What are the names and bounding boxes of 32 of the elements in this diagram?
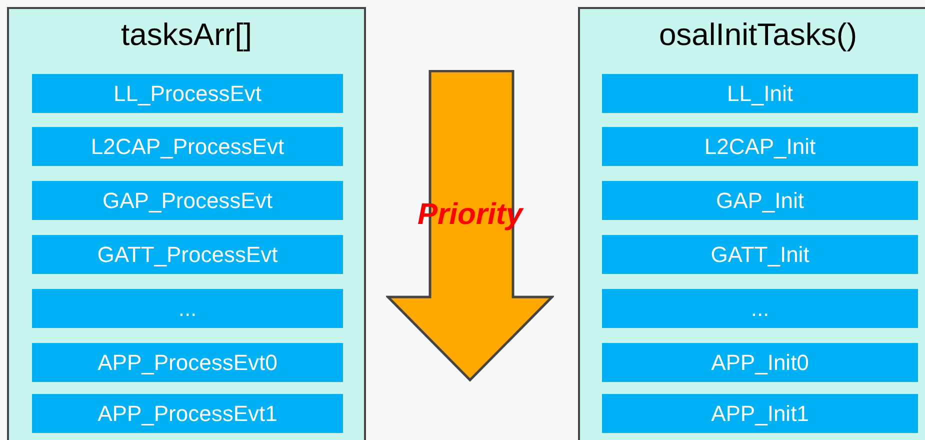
task-name: GATT_Init [710,242,810,268]
task-bar [32,181,343,220]
task-name: APP_Init0 [711,350,809,376]
panel-title: tasksArr[] [120,17,253,53]
task-name: GAP_ProcessEvt [102,188,272,214]
task-bar [602,289,918,328]
task-bar [32,235,343,274]
task-name: ... [750,296,770,322]
task-bar [32,289,343,328]
task-name: LL_Init [726,80,794,106]
task-bar [602,394,918,433]
panel-title: osalInitTasks() [658,17,858,53]
task-name: L2CAP_Init [704,134,816,160]
task-name: LL_ProcessEvt [114,80,262,106]
task-name: APP_ProcessEvt0 [98,350,278,376]
array-panel [7,7,366,440]
task-bar [602,343,918,382]
task-name: GATT_ProcessEvt [97,242,278,268]
task-name: APP_Init1 [711,400,809,426]
task-name: APP_ProcessEvt1 [98,400,278,426]
task-bar [32,343,343,382]
task-name: L2CAP_ProcessEvt [90,134,284,160]
task-bar [32,394,343,433]
task-bar [602,181,918,220]
array-panel [578,7,925,440]
task-name: GAP_Init [716,188,804,214]
task-bar [602,74,918,113]
task-name: ... [178,296,197,322]
task-bar [602,127,918,166]
task-bar [32,127,343,166]
task-bar [32,74,343,113]
task-bar [602,235,918,274]
